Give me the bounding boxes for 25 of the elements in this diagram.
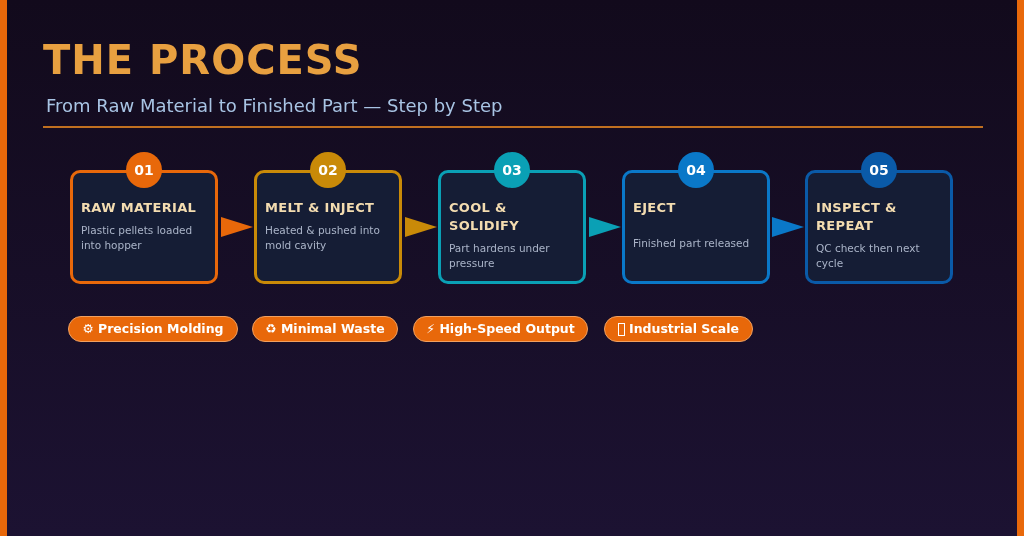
step-title: MELT & INJECT xyxy=(265,199,376,217)
arrow xyxy=(220,217,253,237)
subtitle: From Raw Material to Finished Part — Step by Step xyxy=(46,94,503,118)
step-description: QC check then next cycle xyxy=(816,241,921,271)
step-description: Heated & pushed into mold cavity xyxy=(265,223,381,253)
arrow xyxy=(404,217,437,237)
step-description: Part hardens under pressure xyxy=(449,241,551,271)
step-number: 04 xyxy=(678,152,714,188)
arrow xyxy=(772,217,804,237)
step-number: 01 xyxy=(126,152,162,188)
step-title: INSPECT & REPEAT xyxy=(816,199,898,235)
step-number: 02 xyxy=(310,152,346,188)
step-title: COOL & SOLIDIFY xyxy=(449,199,521,235)
feature-badge: ⚡ High-Speed Output xyxy=(413,316,588,342)
feature-badge: ⚙ Precision Molding xyxy=(68,316,238,342)
arrow xyxy=(588,217,621,237)
step-title: RAW MATERIAL xyxy=(81,199,198,217)
feature-badge: ♻ Minimal Waste xyxy=(252,316,398,342)
step-title: EJECT xyxy=(633,199,677,217)
feature-badge: Industrial Scale xyxy=(604,316,753,342)
title: THE PROCESS xyxy=(43,40,363,80)
step-description: Finished part released xyxy=(633,236,751,251)
step-number: 03 xyxy=(494,152,530,188)
step-description: Plastic pellets loaded into hopper xyxy=(81,223,194,253)
step-number: 05 xyxy=(861,152,897,188)
